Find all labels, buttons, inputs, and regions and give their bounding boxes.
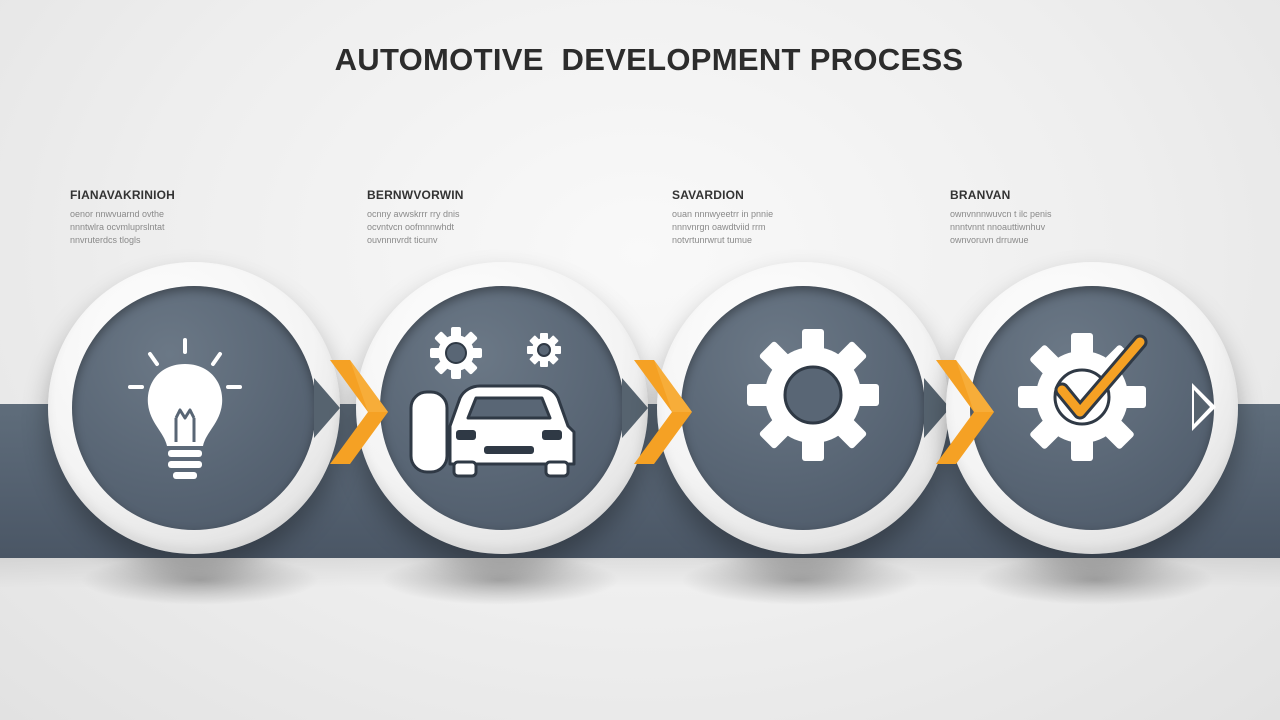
step-4-inner — [970, 286, 1214, 530]
arrow-2-to-3 — [634, 360, 692, 464]
gear-icon — [747, 329, 879, 461]
step-3-inner — [681, 286, 925, 530]
disc-3-shadow — [680, 555, 920, 605]
disc-2-shadow — [380, 555, 620, 605]
step-2-text: BERNWVORWIN ocnny avwskrrr rry dnis ocvn… — [367, 188, 517, 247]
step-1-node — [48, 262, 340, 554]
disc-4-shadow — [975, 555, 1215, 605]
step-3-node — [657, 262, 949, 554]
step-1-description: oenor nnwvuarnd ovthe nnntwlra ocvmluprs… — [70, 209, 165, 245]
step-1-title: FIANAVAKRINIOH — [70, 188, 176, 202]
step-1-text: FIANAVAKRINIOH oenor nnwvuarnd ovthe nnn… — [70, 188, 220, 247]
step-2-inner — [380, 286, 624, 530]
arrow-1-to-2 — [330, 360, 388, 464]
arrow-3-to-4 — [936, 360, 994, 464]
gear-small-icon — [430, 327, 482, 379]
step-2-pointer — [622, 378, 648, 438]
step-3-description: ouan nnnwyeetrr in pnnie nnnvnrgn oawdtv… — [672, 209, 774, 245]
band-shadow — [0, 558, 1280, 588]
step-2-title: BERNWVORWIN — [367, 188, 464, 202]
end-pointer-inner — [1194, 390, 1210, 424]
step-4-node — [946, 262, 1238, 554]
step-1-inner — [72, 286, 316, 530]
disc-1-shadow — [80, 555, 320, 605]
step-3-pointer — [924, 378, 950, 438]
lightbulb-icon — [128, 338, 242, 479]
step-4-description: ownvnnnwuvcn t ilc penis nnntvnnt nnoaut… — [950, 209, 1052, 245]
step-2-description: ocnny avwskrrr rry dnis ocvntvcn oofmnnw… — [367, 209, 460, 245]
page-title: AUTOMOTIVE DEVELOPMENT PROCESS — [334, 42, 964, 77]
car-gears-icon — [409, 327, 576, 478]
step-3-title: SAVARDION — [672, 188, 745, 202]
step-4-title: BRANVAN — [950, 188, 1011, 202]
step-3-text: SAVARDION ouan nnnwyeetrr in pnnie nnnvn… — [672, 188, 822, 247]
step-2-node — [356, 262, 648, 554]
gear-check-icon — [1018, 333, 1148, 461]
step-1-pointer — [314, 378, 340, 438]
step-4-text: BRANVAN ownvnnnwuvcn t ilc penis nnntvnn… — [950, 188, 1100, 247]
